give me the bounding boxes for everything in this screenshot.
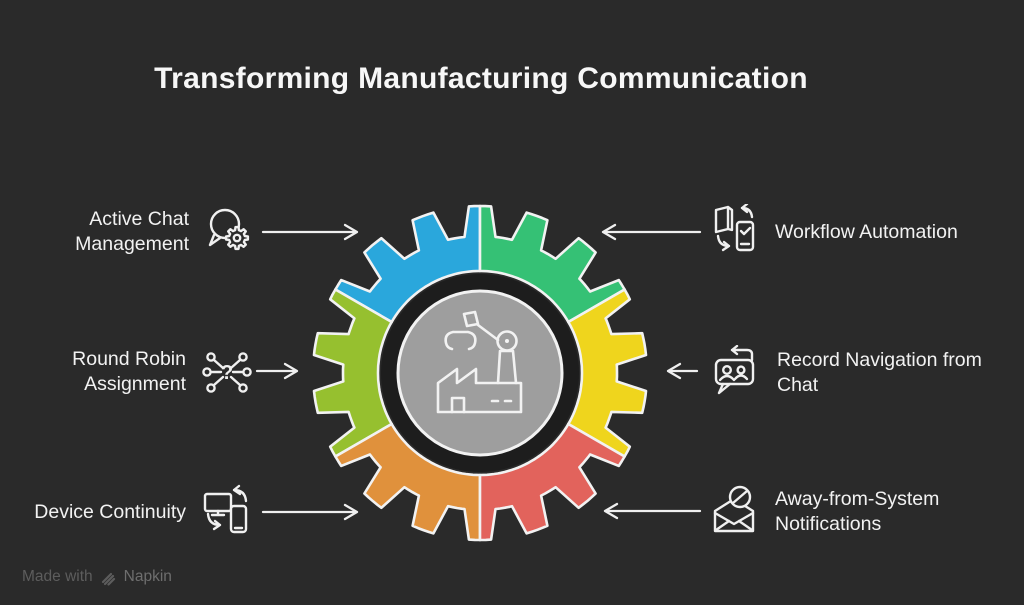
arrow-round-robin [255,362,299,380]
muted-mail-icon [713,485,755,533]
arrow-away-notifications [603,502,702,520]
gear-center-circle [396,289,564,457]
page-title: Transforming Manufacturing Communication [154,62,808,95]
chat-contacts-icon [714,345,755,395]
chat-settings-icon [208,208,250,251]
feature-label-record-navigation: Record Navigation from Chat [777,349,982,396]
feature-away-notifications: Away-from-System Notifications [706,480,1016,544]
device-sync-icon [203,484,248,534]
distribution-network-icon: ? [202,352,252,393]
watermark-text: Made with [22,568,93,585]
feature-active-chat: Active Chat Management [30,200,258,264]
feature-label-active-chat: Active Chat Management [75,208,189,255]
feature-device-continuity: Device Continuity [10,482,255,542]
feature-label-round-robin: Round Robin Assignment [72,348,186,395]
arrow-device-continuity [261,503,359,521]
feature-label-device-continuity: Device Continuity [34,500,186,523]
feature-label-away-notifications: Away-from-System Notifications [775,488,940,535]
gear-segment-right [567,288,648,458]
napkin-logo-icon [101,572,115,586]
arrow-workflow-automation [601,223,702,241]
gear-segment-bottom-right [478,422,626,542]
svg-text:?: ? [221,362,233,384]
factory-robot-arm-icon [436,310,523,414]
arrow-record-navigation [666,362,699,380]
feature-round-robin: Round Robin Assignment ? [30,340,255,404]
feature-record-navigation: Record Navigation from Chat [708,341,1018,405]
feature-label-workflow-automation: Workflow Automation [775,220,958,243]
gear-segment-top-right [478,204,626,324]
feature-workflow-automation: Workflow Automation [706,202,1006,262]
watermark-brand: Napkin [123,568,172,585]
watermark: Made with Napkin [22,568,172,586]
gear [312,204,648,542]
workflow-sync-icon [714,204,755,252]
arrow-active-chat [261,223,359,241]
